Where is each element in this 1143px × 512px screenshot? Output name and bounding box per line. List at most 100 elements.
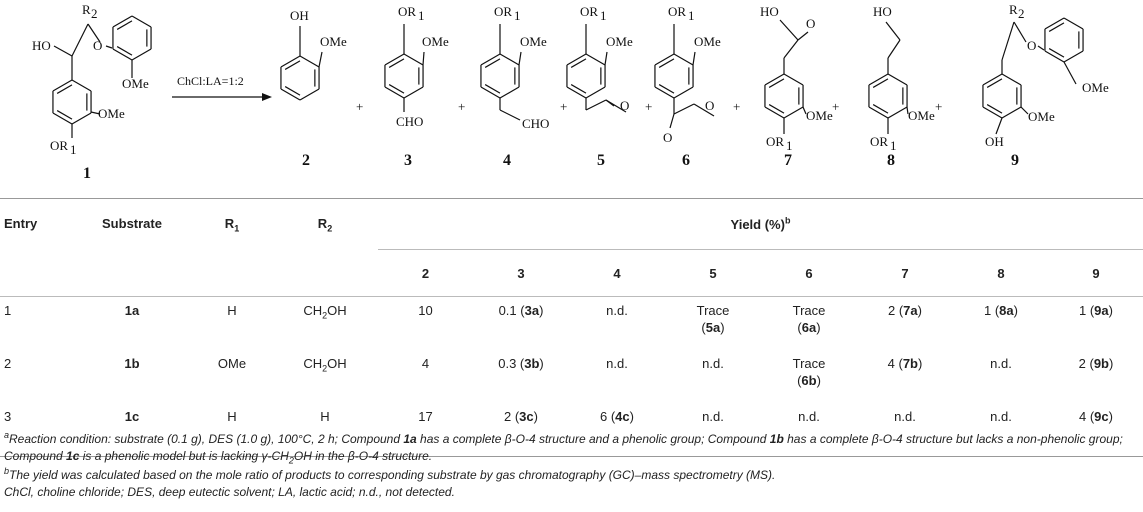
plus-sign: + <box>356 99 363 114</box>
atom-label-cho: CHO <box>522 116 549 131</box>
atom-label-ome: OMe <box>422 34 449 49</box>
bond <box>868 73 889 86</box>
bond <box>284 86 301 96</box>
cell-yield: 1 (9a) <box>1079 303 1113 318</box>
header-yield: Yield (%)b <box>378 198 1143 250</box>
header-product: 4 <box>613 265 621 281</box>
atom-label-or1: OR <box>668 4 686 19</box>
bond <box>480 86 501 99</box>
bond <box>56 110 73 120</box>
bond <box>693 103 715 117</box>
cell-yield: 6 (4c) <box>600 409 634 424</box>
atom-label-ome: OMe <box>1082 80 1109 95</box>
atom-label-r1-sub: 1 <box>890 138 897 153</box>
atom-label-o: O <box>620 98 629 113</box>
bond <box>692 51 696 66</box>
atom-label-ome: OMe <box>520 34 547 49</box>
bond <box>1001 73 1022 86</box>
bond <box>885 21 901 41</box>
cell-substrate: 1c <box>124 409 140 424</box>
atom-label-or1: OR <box>870 134 888 149</box>
bond <box>1063 61 1077 85</box>
bond <box>116 20 133 30</box>
cell-yield: n.d. <box>990 409 1012 424</box>
bond <box>658 58 675 68</box>
bond <box>518 51 522 66</box>
atom-label-o: O <box>93 38 102 53</box>
bond <box>422 51 425 66</box>
bond <box>384 53 405 66</box>
header-product: 7 <box>901 265 909 281</box>
atom-label-ho: HO <box>32 38 51 53</box>
bond <box>802 106 807 115</box>
atom-label-oh: OH <box>985 134 1004 149</box>
bond <box>71 79 92 92</box>
bond <box>1001 21 1015 61</box>
bond <box>499 109 521 121</box>
header-product: 3 <box>517 265 525 281</box>
footnote-b: bThe yield was calculated based on the m… <box>4 466 776 483</box>
bond <box>52 79 73 92</box>
bond <box>1048 48 1065 58</box>
compound-label-6: 6 <box>682 152 690 169</box>
bond <box>499 86 520 99</box>
atom-label-r2-sub: 2 <box>1018 6 1025 21</box>
bond <box>105 45 113 49</box>
reaction-scheme: ChCl:LA=1:2 1 2 3 4 5 6 7 8 9 + + + + + … <box>32 2 1109 182</box>
header-product: 2 <box>421 265 430 281</box>
bond <box>783 39 799 59</box>
atom-label-r1-sub: 1 <box>418 8 425 23</box>
cell-yield: 4 (7b) <box>887 356 923 371</box>
reaction-arrow-head <box>262 93 272 101</box>
atom-label-ome: OMe <box>694 34 721 49</box>
header-product: 9 <box>1092 265 1100 281</box>
bond <box>585 53 606 66</box>
plus-sign: + <box>733 99 740 114</box>
atom-label-r1-sub: 1 <box>514 8 521 23</box>
atom-label-o: O <box>705 98 714 113</box>
table-subheader-row: 2 3 4 5 6 7 8 9 <box>0 250 1143 297</box>
cell-r1: H <box>227 409 237 424</box>
compound-label-9: 9 <box>1011 152 1019 169</box>
atom-label-or1: OR <box>50 138 68 153</box>
plus-sign: + <box>935 99 942 114</box>
bond <box>56 84 73 94</box>
bond <box>403 53 424 66</box>
bond <box>90 111 101 115</box>
bond <box>484 84 501 94</box>
header-product: 6 <box>805 265 813 281</box>
atom-label-ome: OMe <box>1028 109 1055 124</box>
cell-yield: Trace(5a) <box>696 303 730 335</box>
plus-sign: + <box>560 99 567 114</box>
bond <box>484 58 501 68</box>
bond <box>673 86 694 99</box>
bond <box>1013 21 1027 43</box>
cell-entry: 1 <box>4 303 12 318</box>
bond <box>872 78 889 88</box>
atom-label-o: O <box>1027 38 1036 53</box>
compound-label-5: 5 <box>597 152 605 169</box>
cell-yield: n.d. <box>702 356 724 371</box>
bond <box>868 106 889 119</box>
bond <box>131 48 152 61</box>
plus-sign: + <box>458 99 465 114</box>
bond <box>673 53 694 66</box>
cell-yield: n.d. <box>894 409 916 424</box>
bond <box>112 15 133 28</box>
atom-label-ome: OMe <box>606 34 633 49</box>
bond <box>605 99 615 107</box>
header-substrate: Substrate <box>102 216 162 231</box>
reaction-condition: ChCl:LA=1:2 <box>177 74 244 88</box>
cell-yield: 4 <box>421 356 430 371</box>
atom-label-or1: OR <box>766 134 784 149</box>
header-product: 8 <box>997 265 1005 281</box>
atom-label-r1-sub: 1 <box>70 142 77 157</box>
compound-label-1: 1 <box>83 165 91 182</box>
atom-label-ho: HO <box>760 4 779 19</box>
cell-yield: 1 (8a) <box>984 303 1018 318</box>
compound-label-3: 3 <box>404 152 412 169</box>
bond <box>768 104 785 114</box>
atom-label-ho: HO <box>873 4 892 19</box>
